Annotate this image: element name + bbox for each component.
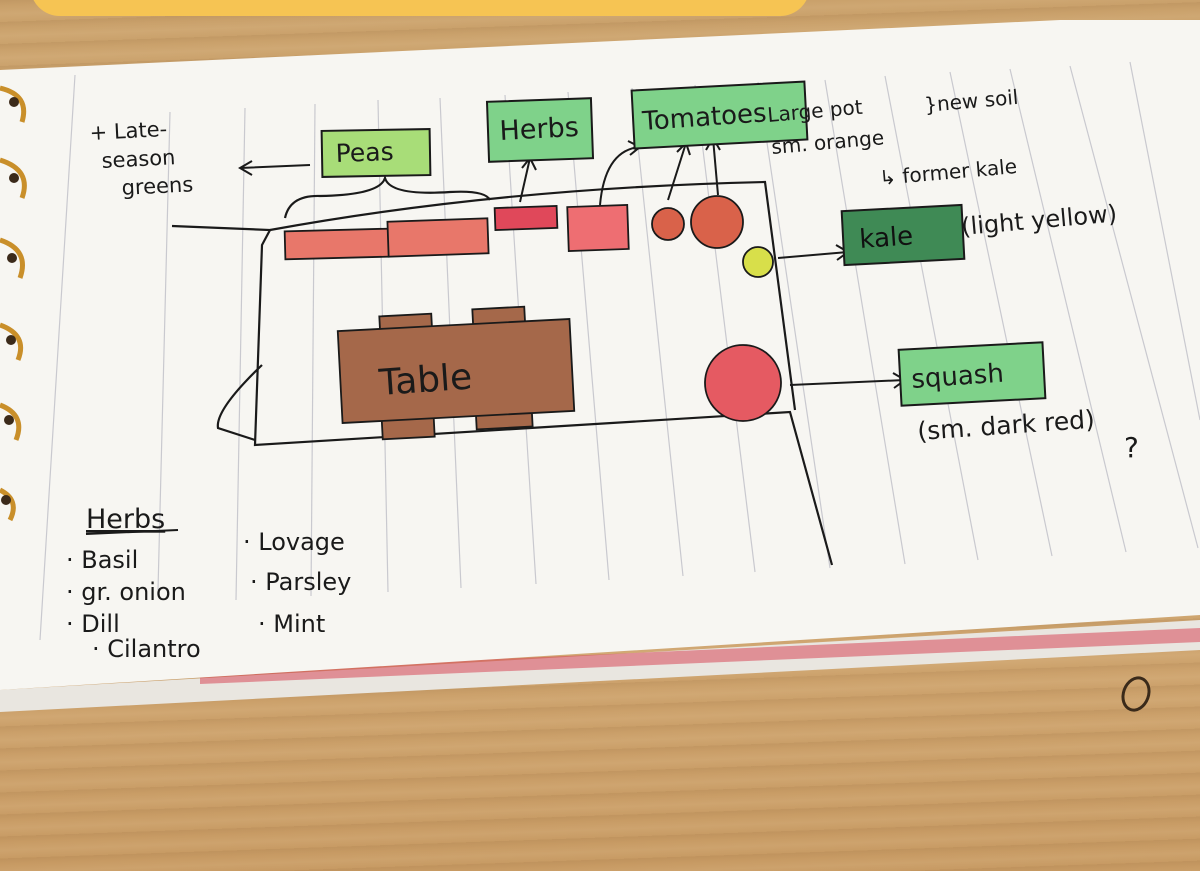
peas-box [320,128,432,178]
planter-herbs [493,204,559,232]
tomatoes-box [630,80,809,150]
herb-item: · gr. onion [66,578,186,606]
pot-tomato-small [651,207,685,241]
label-boxes [320,80,1047,407]
herbs-label: Herbs [499,112,580,147]
squash-box [897,341,1047,407]
garden-top-edge [269,180,797,411]
herb-item: · Dill [66,610,120,638]
herb-item: · Mint [258,610,325,638]
herb-item: · Lovage [243,528,345,556]
peas-brace [283,174,491,219]
late-season-line1: + Late- [89,117,168,145]
diagram-labels: + Late- season greens Peas Herbs Tomatoe… [89,85,1139,464]
table-label: Table [377,357,474,404]
herb-heading-underline [85,529,179,535]
herb-item: · Basil [66,546,138,574]
planter-tomato-square [566,204,630,252]
planter-peas-right [386,217,490,258]
herbs-box [485,97,595,163]
garden-outline [171,174,834,566]
kale-box [840,203,966,267]
ring-holes [1,97,19,505]
paper-page [0,20,1200,690]
pot-squash-red [704,344,782,422]
kale-label: kale [858,221,914,255]
planter-peas-left [283,227,391,261]
patio-table-group [336,305,576,441]
late-season-line3: greens [121,172,194,200]
arrow-to-late-season [238,160,311,176]
arrows [238,136,907,389]
garden-border [171,224,834,566]
pot-tomato-large [690,195,744,249]
herb-item: · Parsley [250,568,351,596]
table-rect [336,318,576,424]
yellow-object [30,0,810,16]
squash-label: squash [910,359,1004,395]
gate-arc [216,364,263,442]
planters [283,195,782,422]
peas-label: Peas [335,137,394,168]
late-season-line2: season [101,145,176,173]
spiral-binding [0,85,27,522]
herb-list-heading: Herbs [86,504,165,535]
page-stack-edge [200,628,1200,684]
herb-list: Herbs · Basil · gr. onion · Dill · Cilan… [66,504,351,663]
pot-kale-yellow [742,246,774,278]
herb-item: · Cilantro [92,635,201,663]
question-mark: ? [1124,431,1139,464]
